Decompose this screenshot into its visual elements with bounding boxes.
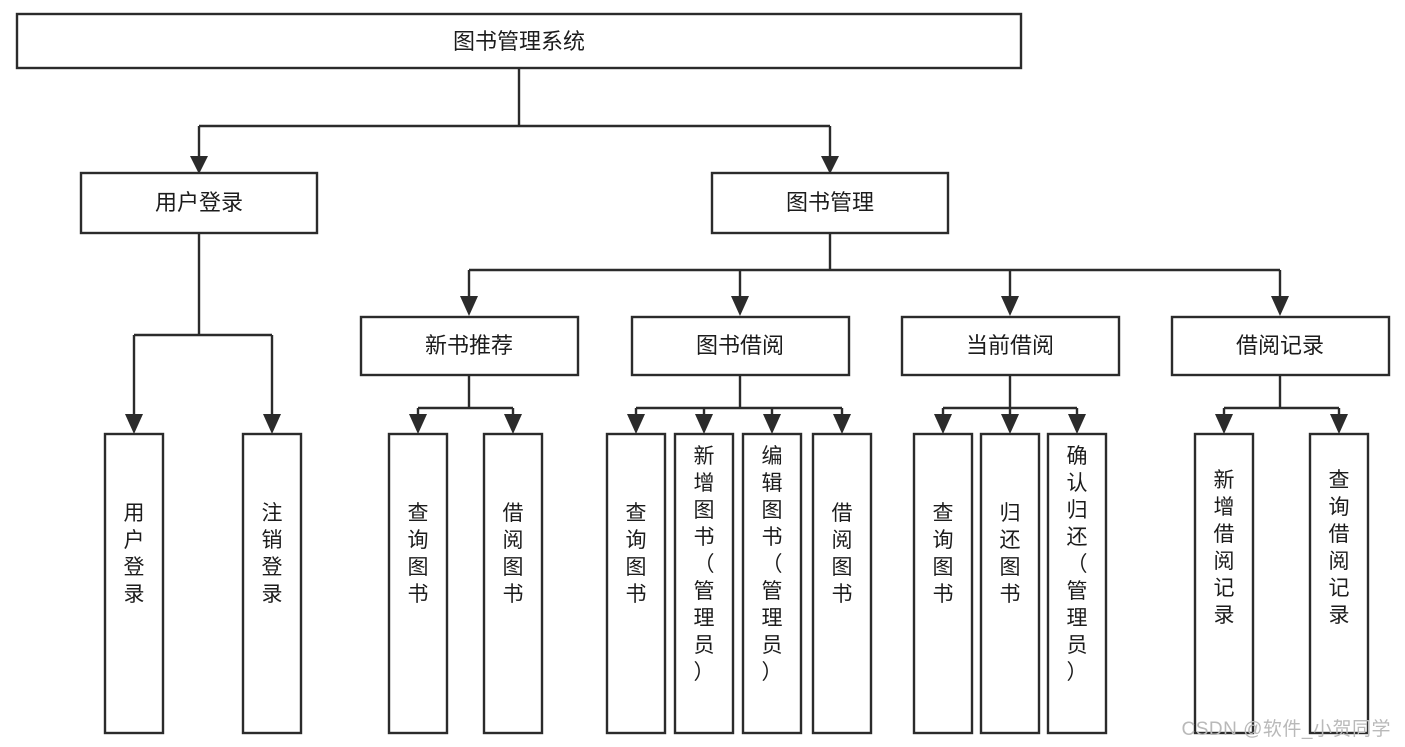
csdn-watermark: CSDN @软件_小贺同学	[1181, 719, 1391, 740]
node-book-management-box[interactable]	[710, 171, 950, 235]
leaf-user-login[interactable]: 用户登录	[103, 432, 165, 735]
leaf-user-logout[interactable]: 注销登录	[241, 432, 303, 735]
node-current-borrow-box[interactable]	[900, 315, 1121, 377]
arrowhead-leaf-query-record	[1330, 414, 1348, 434]
arrowhead-leaf-borrow-book-2	[833, 414, 851, 434]
arrowhead-leaf-user-login	[125, 414, 143, 434]
node-borrow-record-label: 借阅记录	[1236, 333, 1324, 358]
leaf-edit-book-box[interactable]	[741, 432, 803, 735]
leaf-user-login-box[interactable]	[103, 432, 165, 735]
leaf-confirm-return-box[interactable]	[1046, 432, 1108, 735]
node-user-login-box[interactable]	[79, 171, 319, 235]
leaf-query-book-2-label: 查询图书	[626, 502, 647, 606]
leaf-confirm-return-label: 确认归还（管理员）	[1067, 445, 1088, 684]
leaf-add-record-label: 新增借阅记录	[1214, 469, 1235, 627]
leaf-query-book-3-box[interactable]	[912, 432, 974, 735]
leaf-query-book-2-box[interactable]	[605, 432, 667, 735]
leaf-borrow-book-2-box[interactable]	[811, 432, 873, 735]
arrowhead-leaf-confirm-return	[1068, 414, 1086, 434]
leaf-query-record-label: 查询借阅记录	[1329, 469, 1350, 627]
leaf-borrow-book-1[interactable]: 借阅图书	[482, 432, 544, 735]
leaf-query-book-1-box[interactable]	[387, 432, 449, 735]
leaf-user-login-label: 用户登录	[124, 502, 145, 606]
node-root-box[interactable]	[15, 12, 1023, 70]
leaf-borrow-book-1-box[interactable]	[482, 432, 544, 735]
leaf-add-book-box[interactable]	[673, 432, 735, 735]
leaf-add-record-box[interactable]	[1193, 432, 1255, 735]
node-book-borrow-box[interactable]	[630, 315, 851, 377]
arrowhead-book-borrow	[731, 296, 749, 316]
arrowhead-book-management	[821, 156, 839, 174]
leaf-add-book-label: 新增图书（管理员）	[694, 445, 715, 684]
arrowhead-leaf-add-book	[695, 414, 713, 434]
node-user-login[interactable]: 用户登录	[79, 171, 319, 235]
leaf-user-logout-box[interactable]	[241, 432, 303, 735]
leaf-query-record[interactable]: 查询借阅记录	[1308, 432, 1370, 735]
node-book-management-label: 图书管理	[786, 190, 874, 215]
connector-layer	[125, 68, 1348, 434]
leaf-return-book-label: 归还图书	[1000, 502, 1021, 606]
node-user-login-label: 用户登录	[155, 190, 243, 215]
leaf-edit-book-label: 编辑图书（管理员）	[762, 445, 783, 684]
node-new-book-recommend-box[interactable]	[359, 315, 580, 377]
leaf-query-book-1-label: 查询图书	[408, 502, 429, 606]
node-current-borrow[interactable]: 当前借阅	[900, 315, 1121, 377]
arrowhead-leaf-query-book-3	[934, 414, 952, 434]
leaf-query-book-3-label: 查询图书	[933, 502, 954, 606]
node-root-label: 图书管理系统	[453, 29, 585, 54]
node-book-borrow[interactable]: 图书借阅	[630, 315, 851, 377]
leaf-user-logout-label: 注销登录	[262, 502, 283, 606]
leaf-borrow-book-2[interactable]: 借阅图书	[811, 432, 873, 735]
arrowhead-new-book-recommend	[460, 296, 478, 316]
node-new-book-recommend[interactable]: 新书推荐	[359, 315, 580, 377]
leaf-borrow-book-2-label: 借阅图书	[832, 502, 853, 606]
node-borrow-record[interactable]: 借阅记录	[1170, 315, 1391, 377]
arrowhead-leaf-user-logout	[263, 414, 281, 434]
arrowhead-leaf-edit-book	[763, 414, 781, 434]
leaf-borrow-book-1-label: 借阅图书	[503, 502, 524, 606]
leaf-query-record-box[interactable]	[1308, 432, 1370, 735]
arrowhead-user-login	[190, 156, 208, 174]
node-new-book-recommend-label: 新书推荐	[425, 333, 513, 358]
leaf-query-book-3[interactable]: 查询图书	[912, 432, 974, 735]
node-book-borrow-label: 图书借阅	[696, 333, 784, 358]
leaf-confirm-return[interactable]: 确认归还（管理员）	[1046, 432, 1108, 735]
node-borrow-record-box[interactable]	[1170, 315, 1391, 377]
leaf-query-book-2[interactable]: 查询图书	[605, 432, 667, 735]
arrowhead-leaf-add-record	[1215, 414, 1233, 434]
arrowhead-current-borrow	[1001, 296, 1019, 316]
leaf-add-book[interactable]: 新增图书（管理员）	[673, 432, 735, 735]
node-current-borrow-label: 当前借阅	[966, 333, 1054, 358]
arrowhead-leaf-borrow-book-1	[504, 414, 522, 434]
leaf-add-record[interactable]: 新增借阅记录	[1193, 432, 1255, 735]
arrowhead-leaf-query-book-1	[409, 414, 427, 434]
node-root[interactable]: 图书管理系统	[15, 12, 1023, 70]
arrowhead-leaf-return-book	[1001, 414, 1019, 434]
leaf-return-book-box[interactable]	[979, 432, 1041, 735]
leaf-edit-book[interactable]: 编辑图书（管理员）	[741, 432, 803, 735]
arrowhead-borrow-record	[1271, 296, 1289, 316]
leaf-query-book-1[interactable]: 查询图书	[387, 432, 449, 735]
leaf-return-book[interactable]: 归还图书	[979, 432, 1041, 735]
arrowhead-leaf-query-book-2	[627, 414, 645, 434]
node-book-management[interactable]: 图书管理	[710, 171, 950, 235]
